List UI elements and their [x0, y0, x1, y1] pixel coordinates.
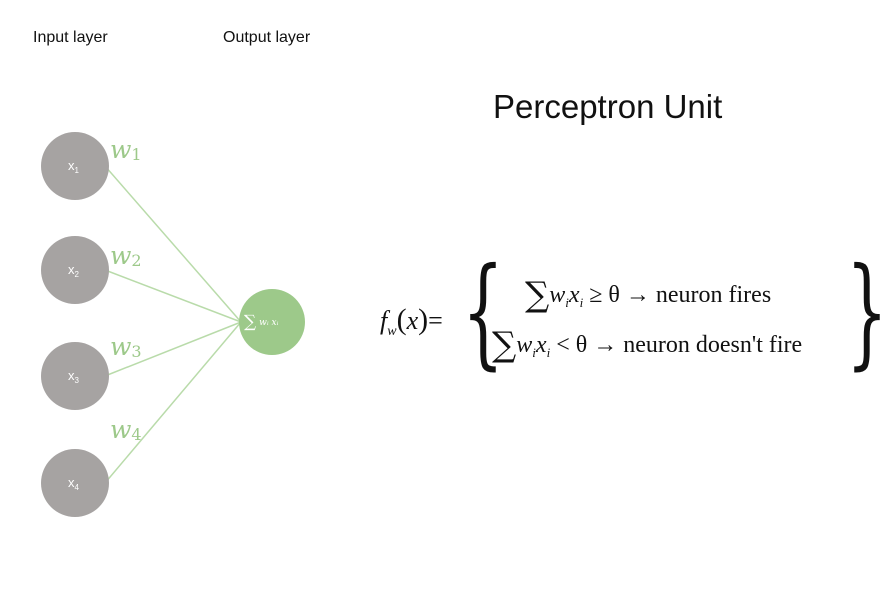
weight-label-w2: w2 [110, 241, 142, 270]
output-layer-label: Output layer [223, 29, 311, 46]
case-fires-text: neuron fires [655, 282, 772, 308]
input-node-label: x4 [68, 475, 80, 492]
case-fires-operator: ≥ θ → [589, 282, 650, 308]
formula-f: f [380, 306, 388, 335]
input-node-label: x1 [68, 158, 80, 175]
output-node [239, 289, 305, 355]
weight-label-w1: w1 [110, 135, 142, 164]
right-brace: } [846, 253, 882, 373]
weight-label-w3: w3 [110, 332, 142, 361]
input-layer-label: Input layer [33, 29, 108, 46]
formula-equals: = [428, 306, 443, 335]
formula-case-fires: ∑wixi ≥ θ → neuron fires [525, 275, 772, 315]
case-no-fire-text: neuron doesn't fire [623, 332, 803, 358]
input-node-label: x3 [68, 368, 80, 385]
input-node-x4 [41, 449, 109, 517]
case-no-fire-operator: < θ → [556, 332, 618, 358]
edge-x3 [104, 321, 242, 377]
formula-case-no-fire: ∑wixi < θ → neuron doesn't fire [492, 325, 803, 365]
edge-x1 [104, 165, 242, 323]
weight-label-w4: w4 [110, 415, 142, 444]
input-node-x1 [41, 132, 109, 200]
edge-x2 [104, 269, 242, 323]
input-node-x3 [41, 342, 109, 410]
output-node-label: ∑wᵢ xᵢ [244, 312, 279, 332]
input-node-x2 [41, 236, 109, 304]
formula-argument: x [406, 306, 419, 335]
formula-lhs: fw(x)= [380, 303, 443, 339]
input-node-label: x2 [68, 262, 80, 279]
diagram-title: Perceptron Unit [493, 88, 723, 125]
formula-f-subscript: w [387, 324, 397, 339]
left-brace: { [462, 243, 504, 382]
activation-formula: fw(x)= { ∑wixi ≥ θ → neuron fires ∑wixi … [380, 253, 882, 373]
edge-x4 [104, 321, 242, 484]
